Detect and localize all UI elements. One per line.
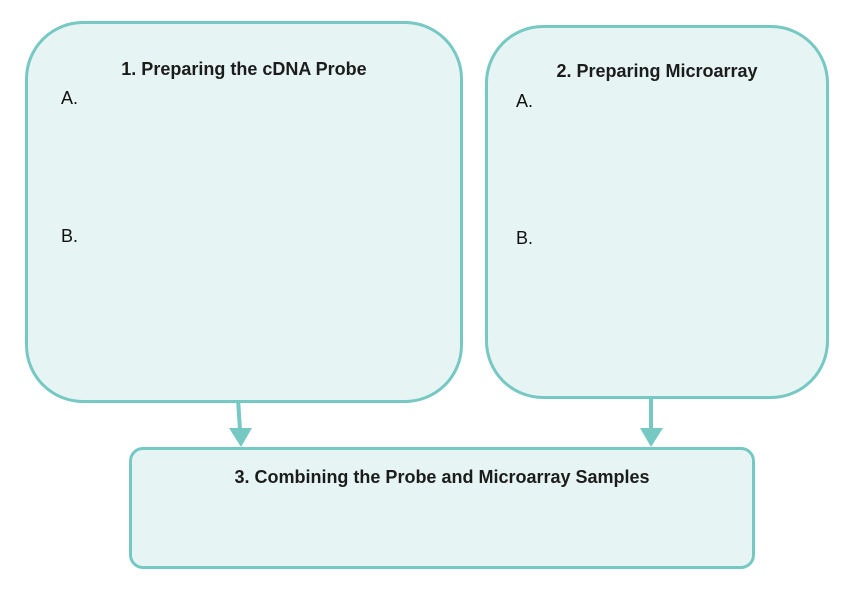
arrow-box1-to-box3 <box>229 398 252 447</box>
microarray-item-a: A. <box>516 91 534 111</box>
combining-box: 3. Combining the Probe and Microarray Sa… <box>129 447 755 569</box>
microarray-item-b: B. <box>516 228 534 248</box>
cdna-probe-item-b: B. <box>61 226 79 246</box>
cdna-probe-box: 1. Preparing the cDNA Probe A. B. <box>25 21 463 403</box>
arrow-box2-to-box3 <box>640 399 663 447</box>
combining-title: 3. Combining the Probe and Microarray Sa… <box>234 467 650 487</box>
microarray-box: 2. Preparing Microarray A. B. <box>485 25 829 399</box>
cdna-probe-item-a: A. <box>61 88 79 108</box>
microarray-title: 2. Preparing Microarray <box>556 61 758 81</box>
cdna-probe-title: 1. Preparing the cDNA Probe <box>121 59 367 79</box>
